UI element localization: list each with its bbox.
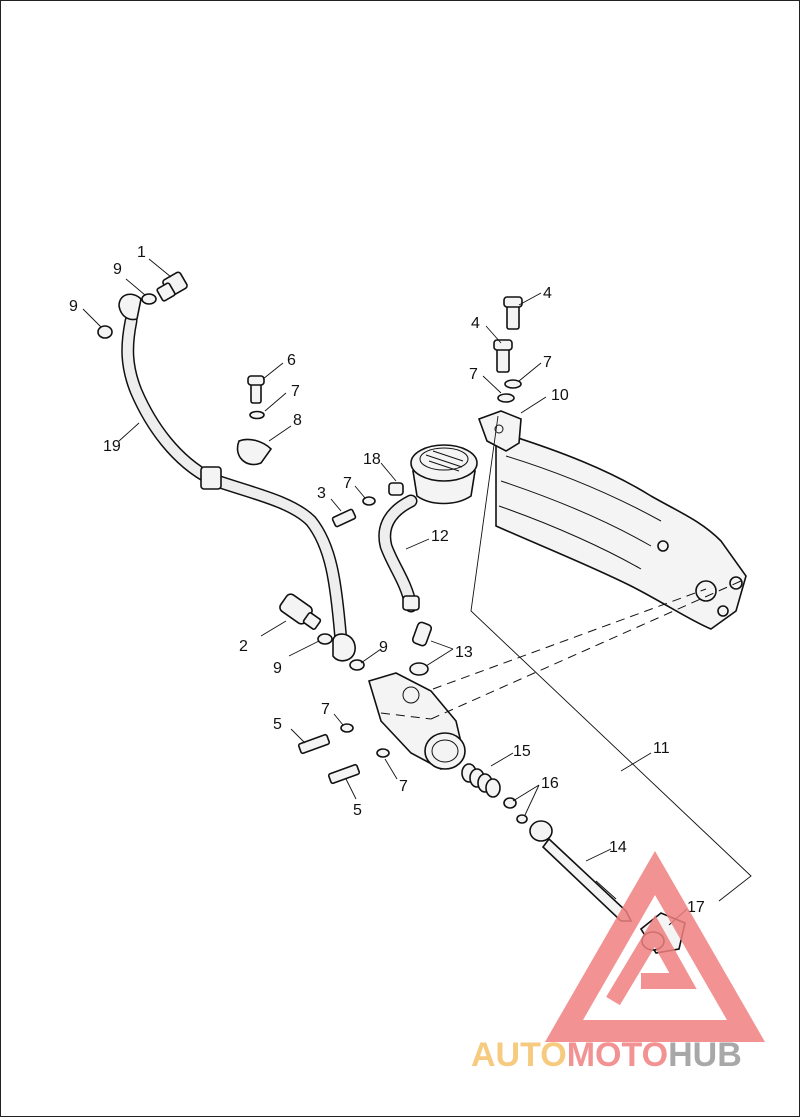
- return-spring: [461, 763, 501, 798]
- callout-14: 14: [609, 839, 627, 856]
- hose-clip: [236, 438, 273, 466]
- leader-lines: [82, 258, 688, 926]
- callout-9-bolt: 9: [113, 261, 122, 278]
- callout-4-lower: 4: [471, 315, 480, 332]
- callout-7-bracket-left: 7: [469, 366, 478, 383]
- bracket-screws: [493, 296, 523, 403]
- sealing-washers: [97, 293, 365, 671]
- callout-8: 8: [293, 412, 302, 429]
- cylinder-screws: [297, 723, 390, 785]
- banjo-bolt: [156, 271, 188, 302]
- callout-9-switch: 9: [273, 660, 282, 677]
- callout-16: 16: [541, 775, 559, 792]
- callout-5-left: 5: [273, 716, 282, 733]
- callout-11: 11: [653, 740, 670, 757]
- assembly-bracket-line: [470, 415, 752, 902]
- watermark-triangle: [544, 850, 766, 1042]
- callout-13: 13: [455, 644, 473, 661]
- callout-15: 15: [513, 743, 531, 760]
- alignment-lines: [380, 580, 742, 720]
- callout-7-cylinder-lower: 7: [399, 778, 408, 795]
- pushrod-assembly: [529, 820, 633, 922]
- brake-line-hose: [118, 293, 356, 662]
- retaining-rings: [503, 797, 528, 824]
- callout-5-bottom: 5: [353, 802, 362, 819]
- callout-12: 12: [431, 528, 449, 545]
- watermark-text-moto: MOTO: [567, 1036, 668, 1074]
- callout-19: 19: [103, 438, 121, 455]
- callout-18: 18: [363, 451, 381, 468]
- watermark-logo: AUTOMOTOHUB: [471, 850, 766, 1074]
- callout-9-cylinder: 9: [379, 639, 388, 656]
- callout-2: 2: [239, 638, 248, 655]
- callout-7-cylinder-upper: 7: [321, 701, 330, 718]
- watermark-text: AUTOMOTOHUB: [471, 1036, 742, 1074]
- watermark-text-auto: AUTO: [471, 1036, 567, 1074]
- master-cylinder-body: [368, 672, 466, 770]
- callout-17: 17: [687, 899, 705, 916]
- mounting-bracket: [477, 410, 522, 452]
- callout-7-bracket-right: 7: [543, 354, 552, 371]
- watermark-text-hub: HUB: [668, 1036, 742, 1074]
- swingarm-outline: [495, 429, 747, 630]
- callout-7-clip: 7: [291, 383, 300, 400]
- clip-screw: [247, 375, 265, 420]
- callout-labels: 1 2 3 4 4 5 5 6 7 7 7 7 7 7 7 8 9 9 9 9 …: [69, 244, 705, 916]
- reservoir-screw: [331, 482, 404, 528]
- callout-1: 1: [137, 244, 146, 261]
- watermark-inner-g: [606, 915, 697, 1006]
- callout-6: 6: [287, 352, 296, 369]
- callout-3: 3: [317, 485, 326, 502]
- callout-9-hose-end: 9: [69, 298, 78, 315]
- callout-10: 10: [551, 387, 569, 404]
- callout-4-upper: 4: [543, 285, 552, 302]
- callout-7-reservoir: 7: [343, 475, 352, 492]
- fluid-reservoir: [410, 444, 478, 505]
- hose-fitting: [409, 621, 433, 676]
- reservoir-hose: [378, 494, 420, 613]
- brake-light-switch: [279, 593, 322, 630]
